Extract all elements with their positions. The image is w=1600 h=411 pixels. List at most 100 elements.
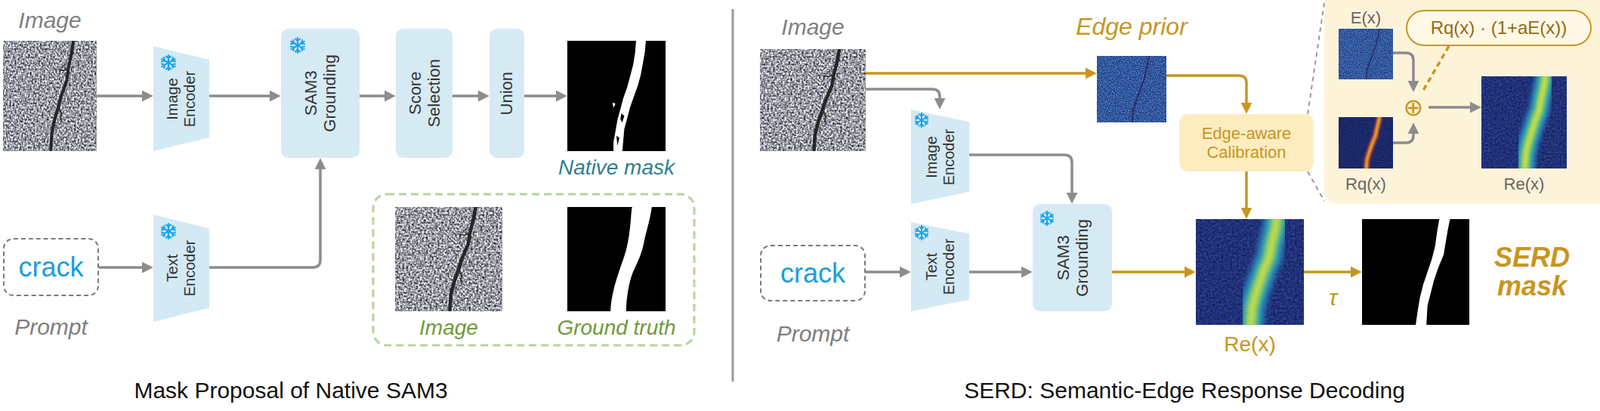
snowflake [1040, 211, 1055, 226]
node-label: Rq(x) [1345, 174, 1387, 194]
dashed-connector [1422, 46, 1449, 93]
edge-label: τ [1328, 284, 1338, 311]
calibrated-heatmap [1481, 76, 1567, 169]
serd-mask: SERD mask [1362, 219, 1470, 325]
connector-arrow [359, 94, 393, 98]
response-heatmap [1195, 219, 1304, 325]
serd-mask-image [1362, 219, 1470, 325]
connector-arrow [452, 94, 487, 98]
encoder-fill [153, 46, 210, 152]
calibrated-map: Re(x) [1481, 76, 1567, 169]
image-encoder: Image Encoder [153, 46, 210, 152]
edge-prior-image [1096, 55, 1167, 123]
node-label: E(x) [1350, 8, 1381, 28]
connector-arrow [1393, 52, 1414, 90]
grounding-box: SAM3 Grounding [1032, 203, 1112, 312]
input-photo [759, 49, 866, 152]
zoom-leader [1307, 3, 1325, 115]
node-text: SAM3 Grounding [1053, 212, 1092, 303]
node-label: Re(x) [1223, 332, 1276, 357]
connector-arrow [865, 89, 940, 107]
grounding-box: SAM3 Grounding [281, 28, 360, 158]
node-text: ⊕ [1403, 95, 1424, 120]
snowflake [160, 55, 177, 71]
union-box: Union [489, 28, 525, 158]
node-label: Ground truth [556, 315, 676, 340]
node-text: Text Encoder [163, 231, 199, 305]
snowflake [914, 113, 930, 127]
node-text: Text Encoder [923, 230, 958, 303]
node-text: Union [497, 47, 516, 139]
connector-arrow [209, 160, 321, 268]
image-encoder: Image Encoder [911, 109, 970, 204]
node-text: Score Selection [404, 48, 444, 139]
frozen-icon [913, 111, 930, 129]
calibration-box: Edge-aware Calibration [1179, 114, 1314, 172]
prompt-box: crackPrompt [759, 244, 866, 302]
panel-caption: Mask Proposal of Native SAM3 [133, 377, 448, 404]
node-text: SAM3 Grounding [301, 48, 340, 139]
node-label: Prompt [14, 314, 88, 341]
connector-arrow [865, 270, 909, 274]
snowflake [290, 37, 306, 53]
node-label: Image [18, 7, 81, 34]
query-heatmap [1338, 117, 1394, 169]
input-photo [3, 40, 97, 152]
edge-map: E(x) [1338, 28, 1394, 80]
formula-box: Rq(x) · (1+aE(x)) [1405, 9, 1592, 47]
node-text: Edge-aware Calibration [1179, 123, 1314, 163]
connector-arrow [865, 71, 1094, 75]
response-map: Re(x) [1195, 219, 1304, 325]
text-encoder: Text Encoder [911, 222, 970, 312]
connector-arrow [1166, 75, 1247, 112]
reference-group [373, 194, 695, 346]
connector-arrow [1111, 270, 1193, 274]
zoom-panel [1324, 0, 1600, 204]
node-text: Image Encoder [163, 62, 199, 136]
encoder-fill [153, 214, 210, 322]
frozen-icon [913, 224, 930, 241]
panel-caption: SERD: Semantic-Edge Response Decoding [963, 377, 1406, 404]
frozen-icon [288, 36, 307, 55]
connector-arrow [98, 265, 151, 269]
node-label: Native mask [558, 155, 675, 180]
sum-symbol: ⊕ [1398, 92, 1429, 123]
ground-truth-image [567, 206, 666, 312]
edge-prior-map: Edge prior [1096, 55, 1167, 123]
node-text: crack [18, 251, 84, 283]
connector-arrow [1428, 105, 1479, 109]
node-label: Prompt [776, 321, 850, 348]
node-text: Image Encoder [923, 120, 958, 194]
native-mask-image [567, 40, 666, 152]
connector-arrow [1244, 171, 1248, 217]
encoder-fill [911, 109, 970, 204]
native-mask: Native mask [567, 40, 666, 152]
node-text: crack [780, 257, 846, 289]
edge-map-image [1338, 28, 1394, 80]
connector-arrow [209, 94, 278, 98]
frozen-icon [159, 53, 178, 72]
input-image: Image [759, 49, 866, 152]
panel-divider [732, 9, 735, 382]
selection-box: Score Selection [395, 28, 453, 158]
node-label: SERD mask [1482, 243, 1582, 301]
snowflake [914, 225, 930, 240]
node-label: Image [419, 315, 479, 340]
encoder-fill [911, 222, 970, 312]
frozen-icon [1038, 210, 1056, 227]
connector-arrow [969, 154, 1072, 201]
connector-arrow [1303, 270, 1360, 274]
node-label: Re(x) [1504, 174, 1545, 194]
zoom-leader [1307, 171, 1325, 201]
connector-arrow [524, 94, 565, 98]
ground-truth-mask: Ground truth [567, 206, 666, 312]
node-text: Rq(x) · (1+aE(x)) [1430, 17, 1568, 39]
connector-arrow [969, 270, 1030, 274]
reference-image: Image [395, 206, 503, 312]
node-label: Image [781, 14, 844, 41]
frozen-icon [159, 222, 178, 241]
node-label: Edge prior [1075, 12, 1188, 41]
